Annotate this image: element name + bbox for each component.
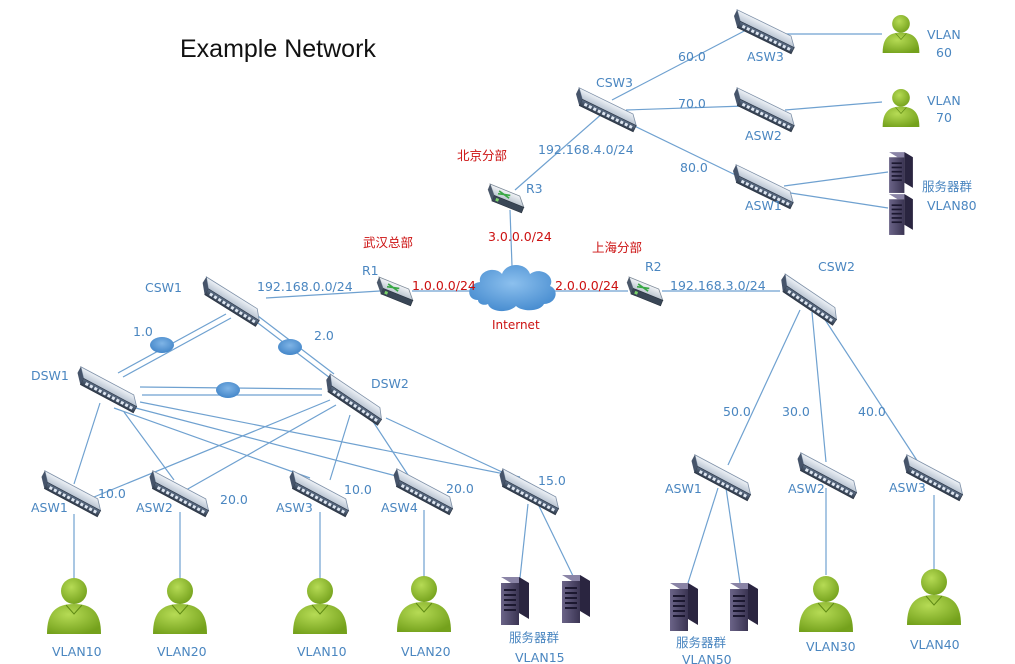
beijing-server-group-label: 服务器群: [922, 179, 973, 194]
beijing-vlan60-number: 60: [936, 45, 952, 60]
beijing-server-vlan-label: VLAN80: [927, 198, 977, 213]
wuhan-asw1-label: ASW1: [31, 500, 68, 515]
user-icon: [906, 568, 962, 626]
beijing-asw3-switch-icon: [729, 9, 799, 55]
wuhan-site: CSW1 DSW1 DSW2 1.0 2.0 ASW1 ASW2 ASW3 AS…: [31, 276, 590, 664]
user-icon: [798, 575, 854, 633]
shanghai-asw1-label: ASW1: [665, 481, 702, 496]
shanghai-server-group-label: 服务器群: [676, 635, 727, 650]
router-r2-icon: [622, 276, 667, 307]
router-r2-label: R2: [645, 259, 662, 274]
links: [73, 27, 935, 584]
uplink-1-label: 1.0: [133, 324, 153, 339]
shanghai-asw3-net: 40.0: [858, 404, 886, 419]
lan-csw1-r1-net: 192.168.0.0/24: [257, 279, 353, 294]
beijing-vlan70-number: 70: [936, 110, 952, 125]
server-icon: [670, 583, 698, 631]
wuhan-asw5-net: 15.0: [538, 473, 566, 488]
server-icon: [889, 194, 913, 235]
csw1-label: CSW1: [145, 280, 182, 295]
router-r3-icon: [483, 183, 528, 214]
user-icon: [882, 14, 920, 54]
etherchannel-oval-icon: [150, 337, 174, 353]
wuhan-vlan-label: VLAN10: [52, 644, 102, 659]
user-icon: [882, 88, 920, 128]
csw1-switch-icon: [197, 276, 265, 327]
router-r1-site: 武汉总部: [363, 235, 413, 250]
shanghai-asw3-label: ASW3: [889, 480, 926, 495]
etherchannel-oval-icon: [278, 339, 302, 355]
beijing-vlan60-label: VLAN: [927, 27, 961, 42]
wan-r2-net: 2.0.0.0/24: [555, 278, 619, 293]
beijing-asw1-net: 80.0: [680, 160, 708, 175]
beijing-asw2-label: ASW2: [745, 128, 782, 143]
wuhan-asw4-label: ASW4: [381, 500, 418, 515]
server-icon: [889, 152, 913, 193]
csw3-label: CSW3: [596, 75, 633, 90]
user-icon: [396, 575, 452, 633]
wuhan-vlan-label: VLAN10: [297, 644, 347, 659]
shanghai-asw2-label: ASW2: [788, 481, 825, 496]
diagram-title: Example Network: [180, 35, 376, 63]
wuhan-asw3-net: 10.0: [344, 482, 372, 497]
beijing-site: CSW3 ASW3 ASW2 ASW1 60.0 70.0 80.0 VLAN …: [571, 9, 977, 235]
wuhan-server-vlan-label: VLAN15: [515, 650, 565, 664]
csw2-switch-icon: [775, 273, 843, 326]
router-r2-site: 上海分部: [592, 240, 642, 255]
user-icon: [46, 577, 102, 635]
internet-label: Internet: [492, 318, 540, 332]
beijing-asw2-net: 70.0: [678, 96, 706, 111]
internet-cloud-icon: [469, 265, 556, 312]
wuhan-asw4-net: 20.0: [446, 481, 474, 496]
beijing-asw3-label: ASW3: [747, 49, 784, 64]
beijing-asw3-net: 60.0: [678, 49, 706, 64]
wuhan-asw2-net: 20.0: [220, 492, 248, 507]
wuhan-asw1-net: 10.0: [98, 486, 126, 501]
lan-r3-csw3-net: 192.168.4.0/24: [538, 142, 634, 157]
wan-r1-net: 1.0.0.0/24: [412, 278, 476, 293]
dsw2-label: DSW2: [371, 376, 409, 391]
shanghai-asw1-net: 50.0: [723, 404, 751, 419]
dsw1-switch-icon: [72, 366, 142, 414]
wuhan-asw2-label: ASW2: [136, 500, 173, 515]
uplink-2-label: 2.0: [314, 328, 334, 343]
router-r3-site: 北京分部: [457, 148, 507, 163]
wuhan-asw3-label: ASW3: [276, 500, 313, 515]
server-icon: [562, 575, 590, 623]
wan-r3-net: 3.0.0.0/24: [488, 229, 552, 244]
beijing-vlan70-label: VLAN: [927, 93, 961, 108]
server-icon: [501, 577, 529, 625]
shanghai-vlan-label: VLAN40: [910, 637, 960, 652]
server-icon: [730, 583, 758, 631]
user-icon: [292, 577, 348, 635]
router-r3-label: R3: [526, 181, 543, 196]
wuhan-vlan-label: VLAN20: [401, 644, 451, 659]
shanghai-site: CSW2 ASW1 ASW2 ASW3 50.0 30.0 40.0 服务器群 …: [665, 259, 968, 664]
csw2-label: CSW2: [818, 259, 855, 274]
shanghai-asw2-net: 30.0: [782, 404, 810, 419]
shanghai-server-vlan-label: VLAN50: [682, 652, 732, 664]
beijing-asw1-label: ASW1: [745, 198, 782, 213]
wuhan-vlan-label: VLAN20: [157, 644, 207, 659]
router-r1-label: R1: [362, 263, 379, 278]
user-icon: [152, 577, 208, 635]
etherchannel-oval-icon: [216, 382, 240, 398]
dsw1-label: DSW1: [31, 368, 69, 383]
lan-r2-csw2-net: 192.168.3.0/24: [670, 278, 766, 293]
wuhan-server-group-label: 服务器群: [509, 630, 560, 645]
shanghai-vlan-label: VLAN30: [806, 639, 856, 654]
